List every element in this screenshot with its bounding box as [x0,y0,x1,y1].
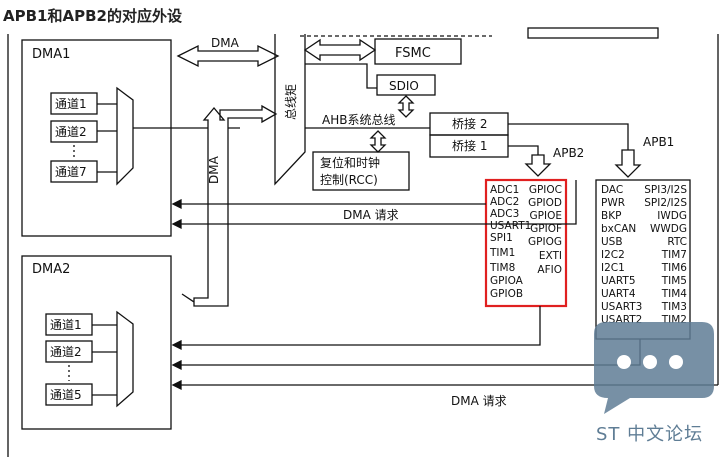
apb1-peripheral: bxCAN [601,223,636,235]
apb2-peripheral: GPIOF [530,223,562,235]
sdio-connector [305,63,377,89]
apb2-peripheral: AFIO [537,264,562,276]
top-box-fragment [527,27,659,39]
apb2-peripheral: GPIOC [529,184,562,196]
apb2-peripheral: SPI1 [490,232,513,244]
dma-bus-label: DMA [211,36,240,50]
apb1-peripheral: TIM7 [661,249,687,261]
fsmc-label: FSMC [395,46,431,61]
dma-request-line [181,339,641,366]
dma-vertical-arrow: DMA [181,104,278,307]
apb1-peripheral: SPI3/I2S [644,184,687,196]
apb1-arrow-head [614,149,642,178]
bridge1-label: 桥接 1 [452,138,487,153]
watermark-chat-icon [594,322,714,414]
apb1-peripheral: I2C1 [601,262,625,274]
dma-request-line [181,180,577,225]
apb1-peripheral: RTC [667,236,687,248]
dma-request-arrow [171,379,182,391]
apb1-peripheral: TIM6 [661,262,688,274]
dma-request-arrow [171,218,182,230]
dma1-channel-label: 通道7 [55,165,87,179]
fsmc-double-arrow [303,38,377,62]
apb2-peripheral: ADC3 [490,208,519,220]
fsmc-box [374,38,462,65]
rcc-box [312,151,410,191]
apb2-peripheral: GPIOA [490,275,524,287]
rcc-vertical-arrow [369,130,387,153]
dma-vertical-label: DMA [207,155,221,184]
dma-double-arrow [176,44,280,68]
bus-matrix-label: 总线矩 [284,84,298,120]
bus-matrix: 总线矩 [274,34,306,186]
apb1-peripheral: I2C2 [601,249,625,261]
apb2-peripheral: GPIOE [530,210,562,222]
dma1-arbiter-shape [116,86,134,186]
sdio-vertical-arrow [397,95,415,118]
dma2-arbiter-shape [116,310,134,408]
apb1-peripheral: WWDG [650,223,687,235]
apb1-peripheral: DAC [601,184,623,196]
bridge2-label: 桥接 2 [452,116,487,131]
apb1-peripheral: USART3 [601,301,642,313]
dma1-channel-label: 通道1 [55,97,87,111]
apb1-peripheral: TIM4 [661,288,688,300]
apb2-peripheral: GPIOD [528,197,562,209]
apb2-peripheral-box [484,178,568,308]
apb1-path-upper [508,123,629,150]
dma2-channel-label: 通道1 [50,318,82,332]
apb2-peripheral: EXTI [539,250,562,262]
apb2-peripheral: GPIOB [490,288,523,300]
apb1-peripheral: SPI2/I2S [644,197,687,209]
dma-request-arrow [171,198,182,210]
dma-request-label-2: DMA 请求 [451,394,507,408]
sdio-box [376,74,436,96]
bus-matrix-shape [274,34,306,186]
dma1-block: DMA1 通道1 通道2 通道7 [21,39,240,237]
dma-bus-arrow: DMA [176,36,280,68]
ahb-label: AHB系统总线 [322,113,395,127]
apb1-peripheral-list: DAC PWR BKP bxCAN USB I2C2 I2C1 UART5 UA… [601,184,687,326]
apb1-peripheral: TIM3 [661,301,687,313]
dma2-label: DMA2 [32,262,70,277]
dma-request-line [181,306,541,346]
apb2-arrow-head [524,154,552,177]
dma1-channel-label: 通道2 [55,125,87,139]
apb2-peripheral: ADC1 [490,184,519,196]
apb2-label: APB2 [553,146,584,160]
apb1-peripheral: UART5 [601,275,636,287]
apb1-peripheral: BKP [601,210,621,222]
dma1-label: DMA1 [32,47,70,62]
apb1-peripheral: USB [601,236,623,248]
fsmc-sdio: FSMC SDIO [303,38,462,118]
watermark-text: ST 中文论坛 [596,424,704,445]
dma-request-arrow [171,339,182,351]
apb1-peripheral: TIM5 [661,275,687,287]
apb1-peripheral: UART4 [601,288,636,300]
apb1-peripheral: IWDG [657,210,687,222]
dma2-channel-label: 通道2 [50,345,82,359]
dma-vertical-double-arrow [181,104,278,307]
apb2-peripheral: ADC2 [490,196,519,208]
apb2-peripheral: TIM8 [489,262,515,274]
page-title: APB1和APB2的对应外设 [3,7,182,25]
apb2-peripheral: GPIOG [528,236,562,248]
sdio-label: SDIO [389,79,419,93]
apb1-label: APB1 [643,135,674,149]
dma2-box [21,255,172,430]
apb2-peripheral: USART1 [490,220,531,232]
dma-request-label-1: DMA 请求 [343,208,399,222]
dma1-box [21,39,172,237]
apb2-peripheral-list: ADC1 ADC2 ADC3 USART1 SPI1 TIM1 TIM8 GPI… [489,184,562,300]
dma2-channel-label: 通道5 [50,388,82,402]
dma2-block: DMA2 通道1 通道2 通道5 [21,255,172,430]
rcc-label-line2: 控制(RCC) [320,173,378,187]
apb2-peripheral: TIM1 [489,247,515,259]
apb1-peripheral: PWR [601,197,625,209]
rcc-label-line1: 复位和时钟 [320,155,380,170]
apb2-path-upper [508,145,539,155]
dma-request-arrow [171,359,182,371]
